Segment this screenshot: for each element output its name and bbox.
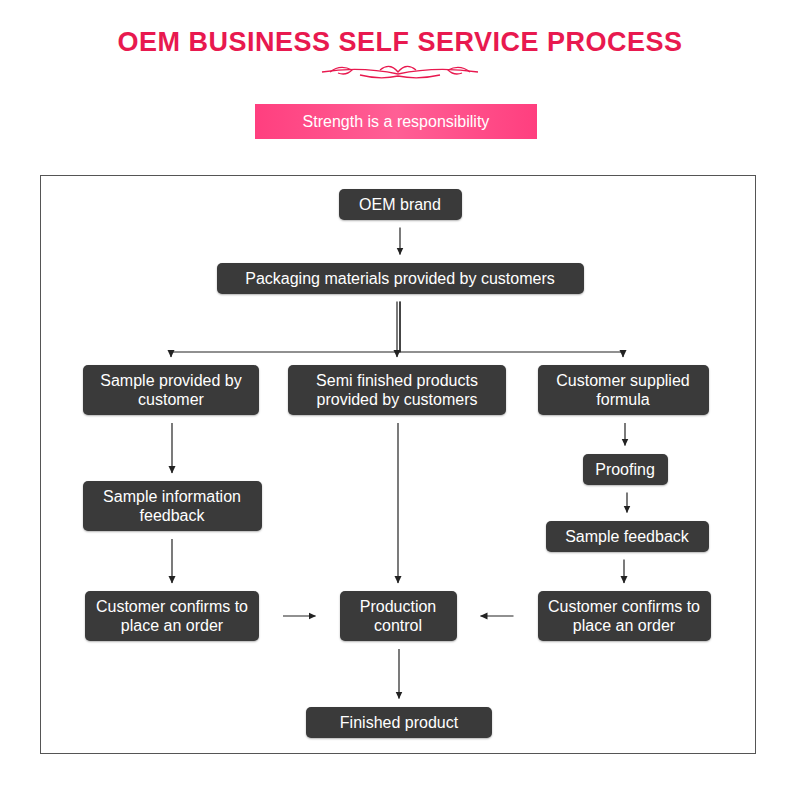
box-text: Sample feedback [554,527,701,546]
flow-arrow [171,423,172,473]
flow-arrow [171,539,172,583]
box-text: Semi finished products provided by custo… [296,371,498,409]
process-box: Sample provided by customer [83,365,259,415]
process-box: Customer supplied formula [538,365,709,415]
flow-arrow [624,423,625,446]
process-box: Packaging materials provided by customer… [217,263,584,294]
flow-arrow [623,560,624,584]
process-box: OEM brand [339,189,462,220]
flow-arrow [171,302,400,358]
flow-arrow [626,493,627,513]
process-box: Customer confirms to place an order [538,591,711,641]
process-box: Sample information feedback [83,481,262,531]
box-text: OEM brand [347,195,454,214]
box-text: Strength is a responsibility [265,112,527,131]
title-ornament [322,66,478,77]
slogan-banner: Strength is a responsibility [255,104,537,139]
process-box: Finished product [306,707,492,738]
box-text: Sample provided by customer [91,371,251,409]
flow-arrow [399,228,400,255]
flow-arrow [398,649,399,699]
process-box: Sample feedback [546,521,709,552]
process-box: Semi finished products provided by custo… [288,365,506,415]
box-text: Customer confirms to place an order [546,597,703,635]
flow-arrow [397,423,398,583]
flow-arrow [283,615,316,616]
flow-arrow [400,302,623,358]
flow-arrow [481,615,514,616]
box-text: Customer supplied formula [546,371,701,409]
flow-arrow [396,302,397,358]
outer-frame [41,176,756,754]
box-text: Customer confirms to place an order [93,597,251,635]
process-box: Proofing [583,454,668,485]
box-text: Finished product [314,713,484,732]
process-box: Customer confirms to place an order [85,591,259,641]
process-box: Production control [340,591,457,641]
box-text: Packaging materials provided by customer… [225,269,576,288]
box-text: Sample information feedback [91,487,254,525]
diagram-title: OEM BUSINESS SELF SERVICE PROCESS [0,27,800,58]
box-text: Proofing [591,460,660,479]
box-text: Production control [348,597,449,635]
